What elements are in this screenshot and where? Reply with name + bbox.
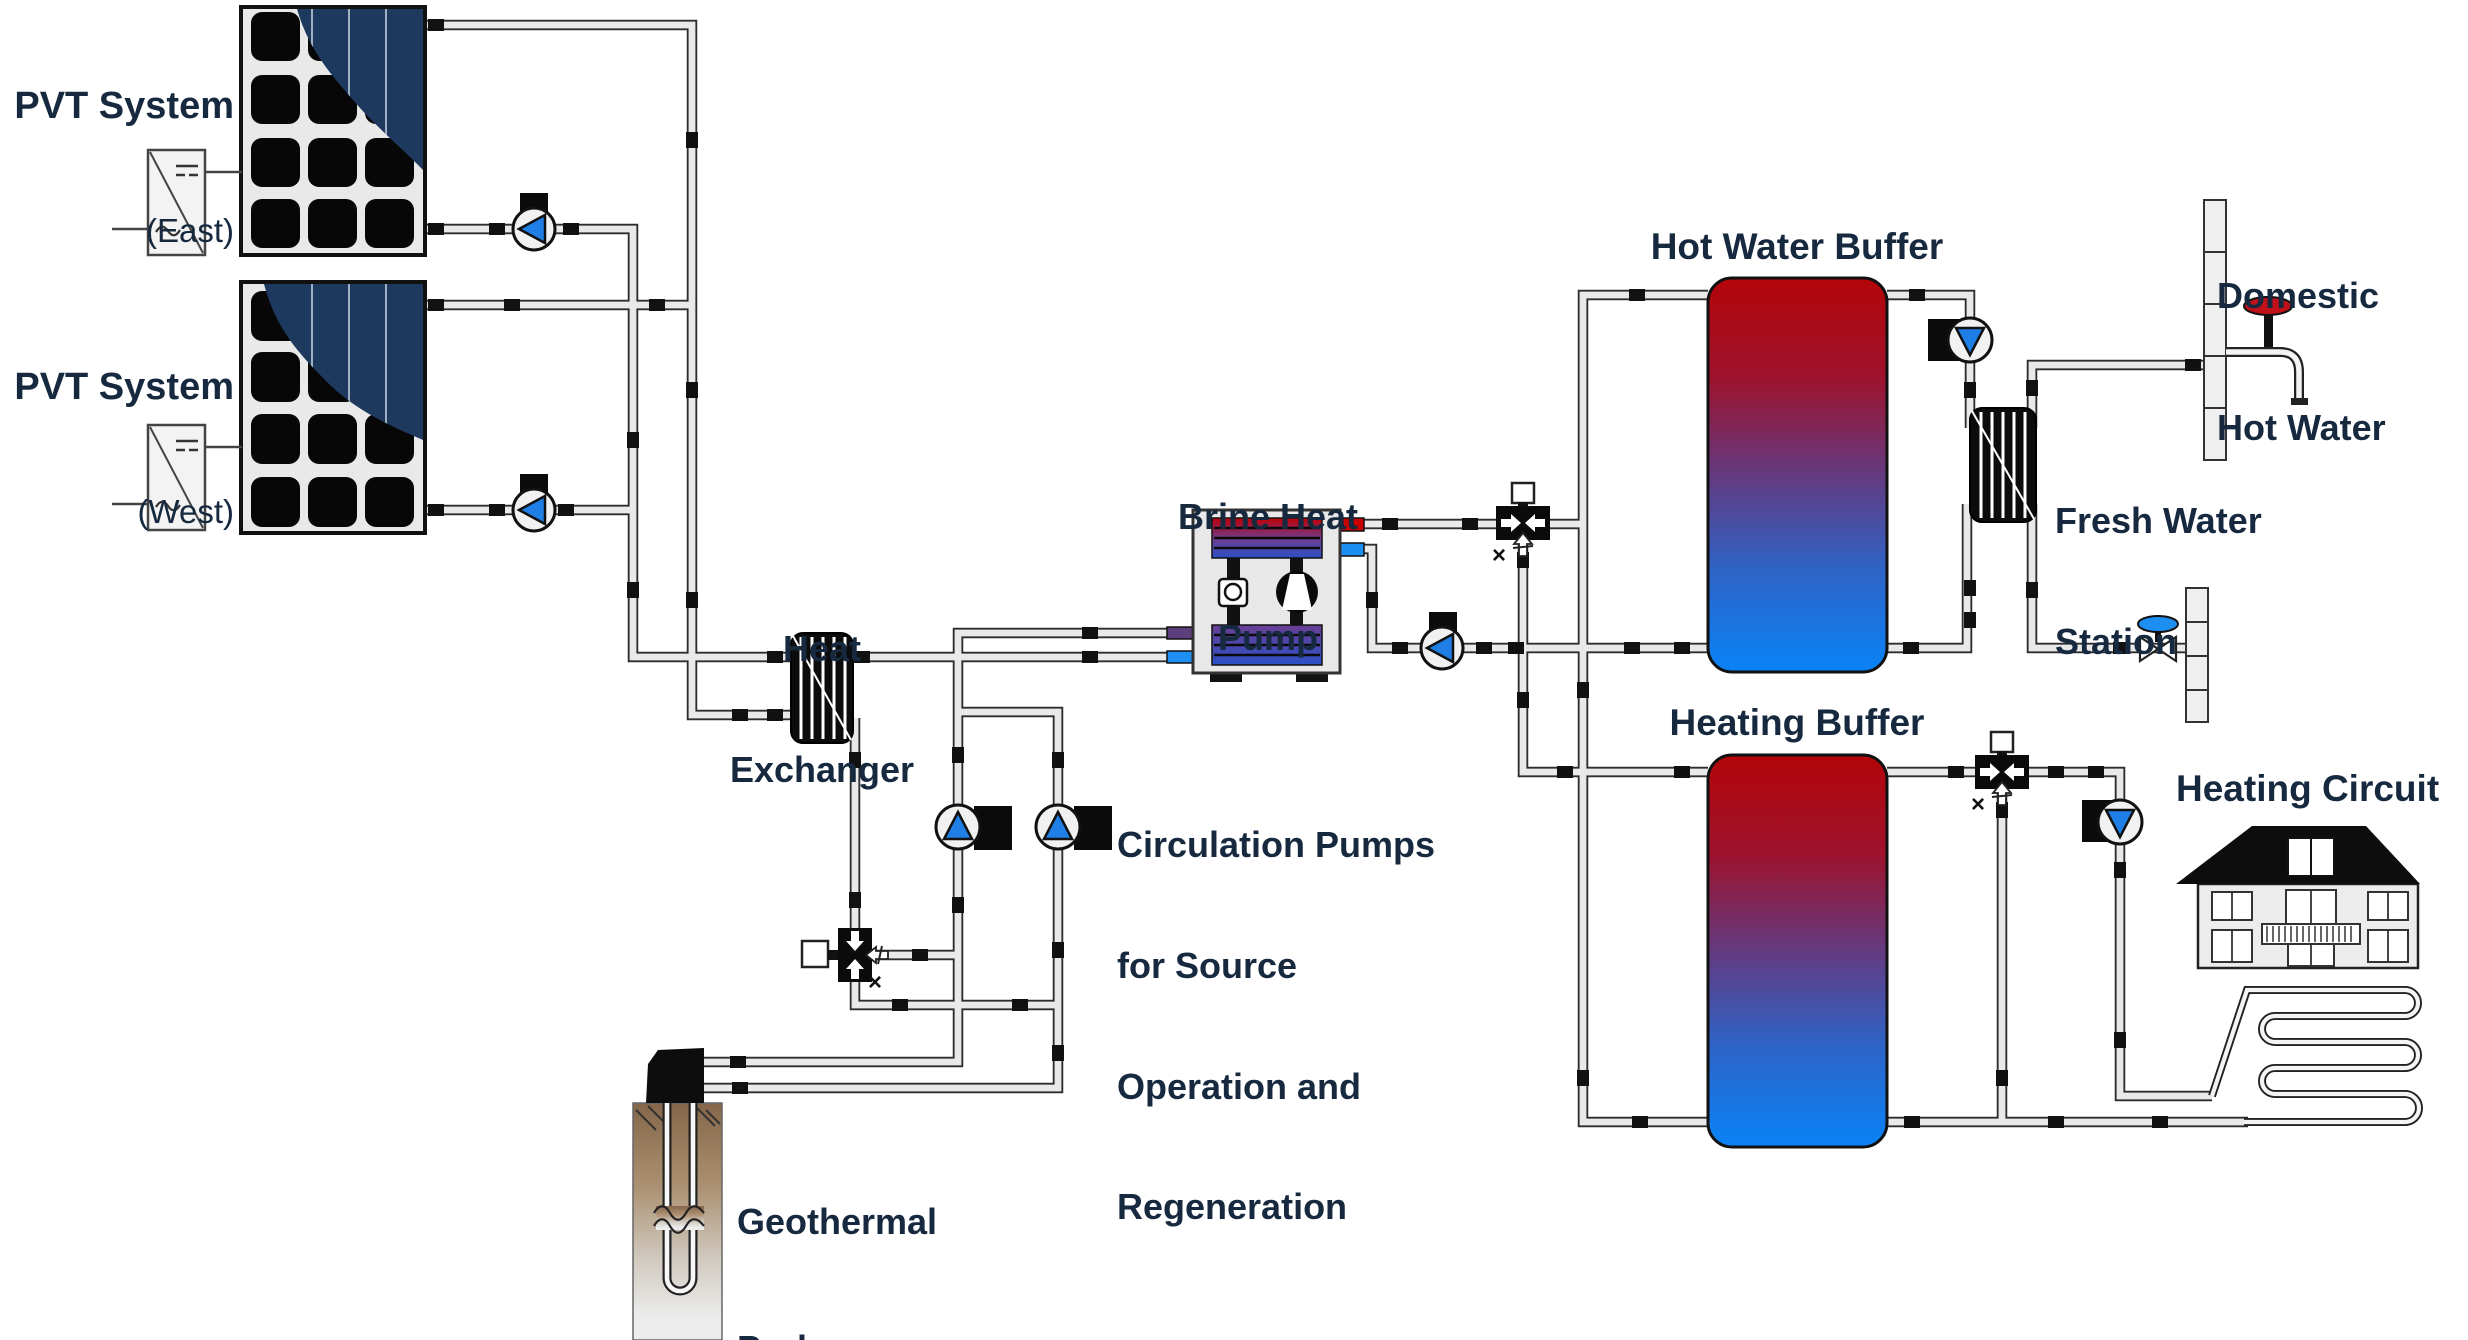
- valve-symbol: ×: [868, 969, 882, 996]
- pump-fresh-water: [1928, 316, 1994, 364]
- mixing-valve-source: ×: [800, 928, 889, 996]
- valve-handle: [800, 939, 830, 969]
- balcony: [2261, 923, 2361, 945]
- valve-handle: [1989, 730, 2015, 754]
- heating-buffer-tank: [1706, 753, 1889, 1149]
- panel-glass-west: [264, 284, 423, 440]
- label-heat-exchanger: Heat Exchanger: [729, 627, 915, 790]
- mixing-valve-heating: ×: [1971, 730, 2029, 818]
- label-fresh-water-station: Fresh Water Station: [2055, 499, 2262, 662]
- pipe-break-symbol: [653, 1205, 705, 1221]
- ac-symbol: [155, 225, 181, 237]
- label-pvt-east: PVT System (East): [0, 0, 234, 292]
- wall-pipe-hot: [2203, 199, 2227, 461]
- floor-heating-coil: [2212, 990, 2419, 1122]
- probe-cap: [646, 1048, 704, 1103]
- circulation-pump-source-1: [934, 803, 1012, 851]
- inverter-west: [112, 423, 242, 532]
- domestic-hot-water-tap: [2203, 199, 2308, 461]
- fresh-water-station-exchanger: [1969, 407, 2037, 523]
- brine-heat-pump: [1191, 508, 1342, 682]
- pvt-east-title: PVT System: [14, 85, 234, 128]
- pump-pvt-west: [511, 474, 557, 533]
- mixing-valve-hot-water: ×: [1492, 481, 1550, 569]
- hot-tap-handle: [2243, 296, 2293, 316]
- pvt-east-subtitle: (East): [145, 211, 234, 249]
- shutoff-valve: [2138, 634, 2160, 664]
- label-circulation-pumps: Circulation Pumps for Source Operation a…: [1117, 823, 1436, 1228]
- pump-heating-circuit: [2082, 798, 2144, 846]
- ac-symbol: [155, 500, 181, 512]
- cold-water-inlet: [2137, 587, 2209, 723]
- label-brine-heat-pump: Brine Heat Pump: [1177, 495, 1359, 658]
- pvt-west-subtitle: (West): [137, 492, 234, 530]
- label-heating-buffer: Heating Buffer: [1669, 702, 1925, 743]
- pvt-west-title: PVT System: [14, 366, 234, 409]
- valve-symbol: ×: [1971, 791, 1985, 818]
- label-hot-water-buffer: Hot Water Buffer: [1650, 226, 1944, 267]
- hot-water-buffer-tank: [1706, 276, 1889, 674]
- inverter-east: [112, 148, 242, 257]
- label-pvt-west: PVT System (West): [0, 281, 234, 573]
- pvt-panel-east: [239, 5, 427, 257]
- valve-symbol: ×: [1492, 542, 1506, 569]
- pvt-panel-west: [239, 280, 427, 535]
- valve-handle: [1510, 481, 1536, 505]
- label-domestic-hot-water: Domestic Hot Water: [2217, 274, 2386, 448]
- cold-valve-handle: [2137, 615, 2179, 633]
- label-heating-circuit: Heating Circuit: [2176, 768, 2440, 809]
- circulation-pump-source-2: [1034, 803, 1112, 851]
- house-icon: [2176, 826, 2420, 970]
- heat-exchanger-block: [790, 632, 854, 744]
- pipe-connectors: [428, 19, 2201, 1128]
- panel-glass-east: [297, 9, 423, 170]
- label-geothermal-probes: Geothermal Probes: [737, 1200, 938, 1340]
- pump-pvt-east: [511, 193, 557, 252]
- geothermal-probe: [632, 1048, 723, 1340]
- pump-heat-pump-return: [1419, 612, 1465, 671]
